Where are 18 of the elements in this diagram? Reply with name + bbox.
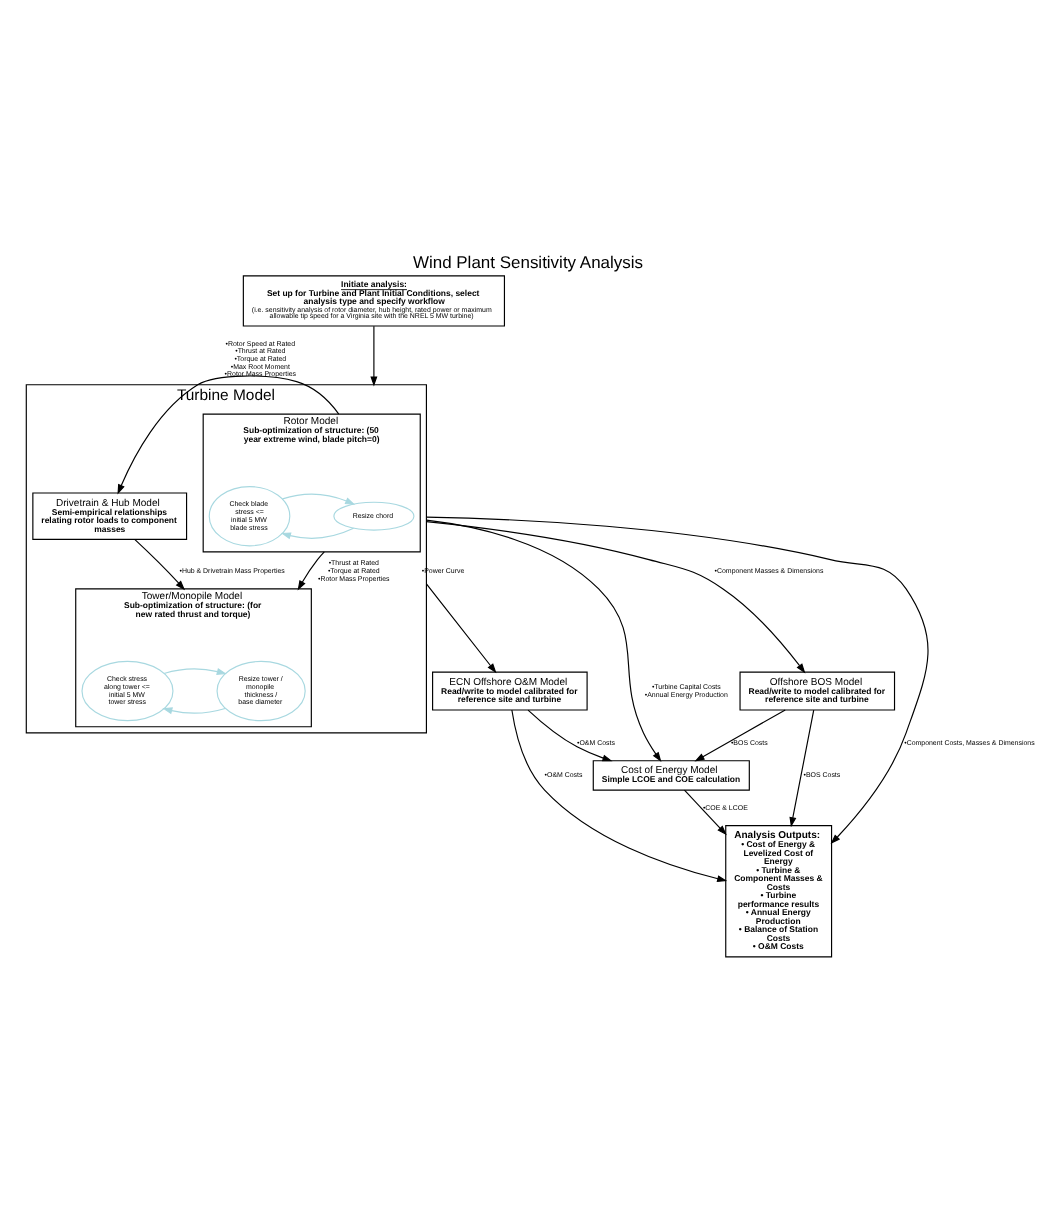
arrow [527, 708, 613, 761]
arrow [425, 520, 806, 673]
arrow [425, 582, 497, 673]
arrow [163, 667, 227, 674]
arrow [297, 550, 325, 590]
arrow [370, 324, 378, 386]
arrow [683, 788, 727, 835]
arrow [134, 537, 186, 590]
arrow [425, 518, 662, 761]
arrow [789, 708, 815, 827]
arrow [282, 492, 356, 504]
arrow [694, 708, 786, 761]
arrow [425, 515, 929, 844]
arrow [280, 526, 355, 539]
arrow [117, 374, 340, 494]
diagram-title: Wind Plant Sensitivity Analysis [412, 250, 644, 271]
arrow [511, 708, 728, 882]
arrow [162, 706, 226, 714]
